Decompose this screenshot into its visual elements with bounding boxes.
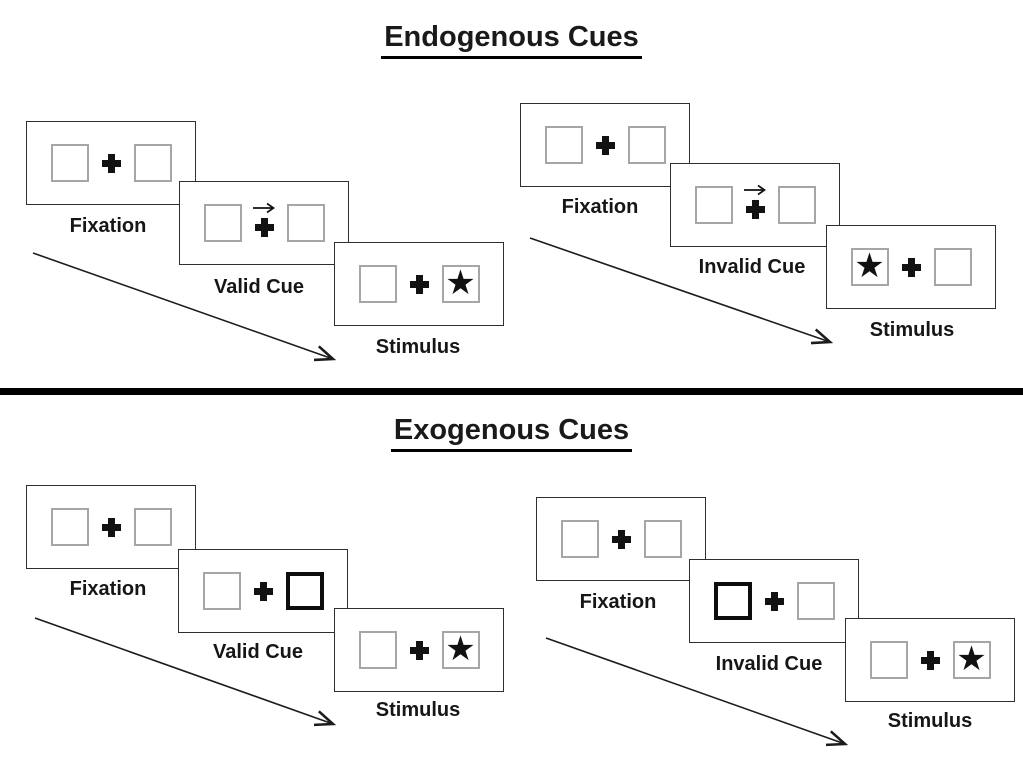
star-icon: ★ (445, 264, 476, 302)
invalid-cue-panel (670, 163, 840, 247)
fixation-panel (26, 485, 196, 569)
panel-label-cue: Valid Cue (212, 641, 304, 663)
fixation-cross-icon (101, 517, 121, 537)
cue-arrow-right-icon (743, 184, 766, 195)
placeholder-box-left (869, 641, 908, 679)
section-title-exogenous: Exogenous Cues (0, 414, 1023, 452)
panel-label-cue: Invalid Cue (715, 653, 823, 675)
fixation-panel (520, 103, 690, 187)
panel-label-cue: Valid Cue (213, 276, 305, 298)
placeholder-box-left (358, 631, 397, 669)
stimulus-panel: ★ (826, 225, 996, 309)
panel-label-stimulus: Stimulus (887, 710, 973, 732)
placeholder-box-left (50, 508, 89, 546)
fixation-cross-icon (611, 529, 631, 549)
placeholder-box-right (643, 520, 682, 558)
panel-label-fixation: Fixation (69, 215, 147, 237)
stimulus-panel: ★ (334, 608, 504, 692)
target-box-left: ★ (850, 247, 889, 286)
fixation-cross-icon (101, 153, 121, 173)
placeholder-box-left (544, 126, 583, 164)
timeline-arrow-icon (545, 637, 849, 747)
fixation-cross-icon (252, 202, 275, 237)
placeholder-box-right (133, 144, 172, 182)
panel-label-fixation: Fixation (69, 578, 147, 600)
panel-label-stimulus: Stimulus (869, 319, 955, 341)
fixation-cross-icon (743, 184, 766, 219)
timeline-arrow-icon (34, 617, 337, 727)
placeholder-box-left (50, 144, 89, 182)
star-icon: ★ (956, 640, 987, 678)
section-divider (0, 388, 1023, 395)
panel-label-stimulus: Stimulus (375, 336, 461, 358)
placeholder-box-left (203, 204, 242, 242)
stimulus-panel: ★ (845, 618, 1015, 702)
section-title-text: Exogenous Cues (390, 414, 633, 452)
placeholder-box-right (133, 508, 172, 546)
fixation-cross-icon (409, 274, 429, 294)
placeholder-box-left (358, 265, 397, 303)
placeholder-box-left (694, 186, 733, 224)
placeholder-box-left (202, 572, 241, 610)
placeholder-box-left (560, 520, 599, 558)
panel-label-cue: Invalid Cue (698, 256, 806, 278)
target-box-right: ★ (952, 640, 991, 679)
fixation-cross-icon (253, 581, 273, 601)
fixation-cross-icon (764, 591, 784, 611)
valid-cue-panel (178, 549, 348, 633)
stimulus-panel: ★ (334, 242, 504, 326)
placeholder-box-right (627, 126, 666, 164)
fixation-cross-icon (920, 650, 940, 670)
peripheral-cue-box-left (713, 582, 752, 620)
invalid-cue-panel (689, 559, 859, 643)
timeline-arrow-icon (529, 237, 834, 345)
placeholder-box-right (286, 204, 325, 242)
cue-arrow-right-icon (252, 202, 275, 213)
valid-cue-panel (179, 181, 349, 265)
section-title-endogenous: Endogenous Cues (0, 21, 1023, 59)
fixation-cross-icon (595, 135, 615, 155)
panel-label-fixation: Fixation (561, 196, 639, 218)
star-icon: ★ (854, 247, 885, 285)
fixation-panel (26, 121, 196, 205)
panel-label-stimulus: Stimulus (375, 699, 461, 721)
fixation-cross-icon (901, 257, 921, 277)
peripheral-cue-box-right (285, 572, 324, 610)
placeholder-box-right (777, 186, 816, 224)
placeholder-box-right (796, 582, 835, 620)
section-title-text: Endogenous Cues (381, 21, 642, 59)
panel-label-fixation: Fixation (579, 591, 657, 613)
target-box-right: ★ (441, 264, 480, 303)
fixation-cross-icon (409, 640, 429, 660)
star-icon: ★ (445, 630, 476, 668)
placeholder-box-right (933, 248, 972, 286)
fixation-panel (536, 497, 706, 581)
target-box-right: ★ (441, 630, 480, 669)
timeline-arrow-icon (32, 252, 337, 362)
